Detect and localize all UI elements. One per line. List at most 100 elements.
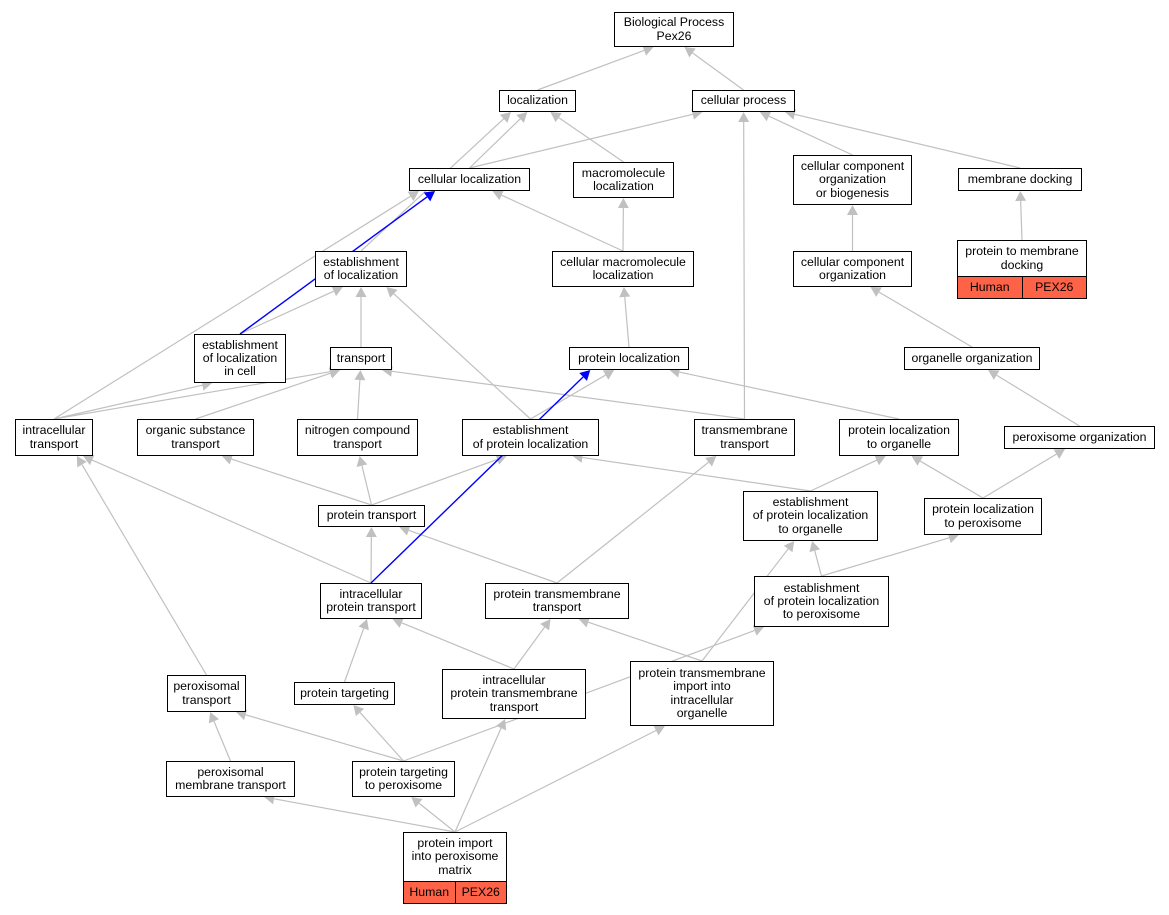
edge-line (81, 464, 208, 676)
node-protein-localization-to-peroxisome[interactable]: protein localization to peroxisome (924, 498, 1042, 535)
node-cellular-component-organization-or-biogenesis[interactable]: cellular component organization or bioge… (793, 155, 912, 205)
node-cellular-process[interactable]: cellular process (692, 90, 795, 112)
edge-line (814, 550, 823, 577)
edge-line (91, 459, 372, 584)
node-label: protein targeting to peroxisome (359, 764, 448, 792)
gene-tag-row: Human PEX26 (404, 881, 506, 903)
edge-arrowhead (492, 190, 504, 201)
node-label: protein transmembrane import into intrac… (638, 666, 766, 720)
edge-arrowhead (499, 112, 512, 123)
edge-line (393, 293, 531, 420)
edge-arrowhead (358, 619, 369, 631)
edge-arrowhead (353, 705, 365, 717)
edge-line (231, 458, 372, 506)
node-label: cellular localization (417, 171, 522, 186)
edge-arrowhead (331, 286, 343, 297)
node-transport[interactable]: transport (330, 347, 392, 370)
edge-line (239, 290, 335, 335)
edge-line (469, 113, 693, 169)
node-localization[interactable]: localization (499, 90, 576, 112)
node-transmembrane-transport[interactable]: transmembrane transport (694, 419, 795, 456)
node-protein-localization-to-organelle[interactable]: protein localization to organelle (839, 419, 959, 456)
node-protein-localization[interactable]: protein localization (569, 347, 689, 370)
edge-arrowhead (386, 287, 398, 298)
node-protein-transmembrane-import-into-intracellular-organelle[interactable]: protein transmembrane import into intrac… (630, 661, 774, 726)
edge-arrowhead (83, 455, 95, 466)
species-tag: Human (404, 882, 455, 903)
node-membrane-docking[interactable]: membrane docking (958, 168, 1082, 191)
node-label: transport (336, 350, 386, 365)
node-label: establishment of protein localization to… (752, 495, 869, 536)
node-macromolecule-localization[interactable]: macromolecule localization (573, 162, 674, 198)
edge-line (245, 714, 404, 762)
edge-arrowhead (759, 111, 772, 122)
edge-arrowhead (354, 370, 366, 381)
node-label: establishment of localization in cell (202, 337, 278, 379)
edge-arrowhead (783, 541, 795, 553)
edge-line (624, 296, 630, 348)
node-label: protein import into peroxisome matrix (411, 836, 499, 877)
node-organic-substance-transport[interactable]: organic substance transport (137, 419, 254, 456)
highlighted-edge-line (370, 376, 584, 584)
node-peroxisomal-membrane-transport[interactable]: peroxisomal membrane transport (166, 761, 295, 797)
node-cellular-localization[interactable]: cellular localization (409, 168, 530, 191)
highlighted-edge-arrowhead (579, 370, 591, 381)
node-cellular-macromolecule-localization[interactable]: cellular macromolecule localization (552, 251, 694, 287)
node-label: peroxisomal membrane transport (175, 764, 286, 792)
node-organelle-organization[interactable]: organelle organization (904, 347, 1040, 370)
edge-line (408, 529, 558, 584)
edge-line (401, 622, 515, 670)
edge-arrowhead (705, 456, 717, 467)
node-peroxisomal-transport[interactable]: peroxisomal transport (167, 675, 246, 712)
node-protein-import-into-peroxisome-matrix[interactable]: protein import into peroxisome matrix Hu… (403, 832, 507, 904)
node-label: intracellular protein transport (326, 586, 416, 614)
edge-arrowhead (809, 541, 821, 553)
edge-arrowhead (619, 287, 631, 298)
node-intracellular-transport[interactable]: intracellular transport (15, 419, 93, 456)
edge-arrowhead (392, 617, 404, 628)
node-nitrogen-compound-transport[interactable]: nitrogen compound transport (297, 419, 418, 456)
species-tag: Human (958, 277, 1022, 298)
edge-line (359, 712, 404, 762)
edge-line (361, 465, 373, 506)
node-protein-targeting[interactable]: protein targeting (294, 682, 395, 705)
edge-arrowhead (399, 525, 411, 536)
node-protein-to-membrane-docking[interactable]: protein to membrane docking Human PEX26 (957, 240, 1087, 299)
edge-arrowhead (1015, 191, 1027, 202)
edge-line (701, 548, 789, 662)
edge-arrowhead (496, 719, 507, 731)
node-establishment-of-localization[interactable]: establishment of localization (315, 251, 407, 287)
node-peroxisome-organization[interactable]: peroxisome organization (1004, 426, 1155, 449)
edge-line (273, 798, 456, 833)
edge-line (53, 371, 331, 420)
node-intracellular-protein-transmembrane-transport[interactable]: intracellular protein transmembrane tran… (442, 669, 586, 719)
node-label: localization (507, 93, 568, 108)
node-intracellular-protein-transport[interactable]: intracellular protein transport (320, 583, 422, 619)
edge-line (810, 459, 877, 492)
node-label: protein localization to peroxisome (932, 502, 1034, 530)
node-biological-process[interactable]: Biological Process Pex26 (614, 12, 734, 47)
edge-arrowhead (221, 453, 234, 465)
edge-line (692, 52, 744, 91)
edge-line (513, 626, 546, 670)
node-establishment-of-protein-localization[interactable]: establishment of protein localization (462, 419, 599, 456)
node-protein-targeting-to-peroxisome[interactable]: protein targeting to peroxisome (352, 761, 455, 797)
node-protein-transmembrane-transport[interactable]: protein transmembrane transport (485, 583, 629, 619)
node-establishment-of-localization-in-cell[interactable]: establishment of localization in cell (194, 334, 286, 383)
edge-line (821, 537, 950, 577)
edge-line (501, 194, 624, 252)
edge-line (530, 374, 606, 420)
edge-arrowhead (911, 456, 924, 466)
edge-arrowhead (540, 619, 551, 631)
edge-line (371, 458, 498, 506)
edge-line (418, 802, 456, 833)
edge-line (588, 621, 703, 662)
edge-arrowhead (602, 370, 615, 380)
edge-line (53, 195, 411, 420)
node-establishment-of-protein-localization-to-peroxisome[interactable]: establishment of protein localization to… (754, 576, 889, 627)
node-label: nitrogen compound transport (304, 423, 411, 451)
node-cellular-component-organization[interactable]: cellular component organization (793, 251, 912, 287)
node-establishment-of-protein-localization-to-organelle[interactable]: establishment of protein localization to… (743, 491, 878, 541)
node-protein-transport[interactable]: protein transport (318, 505, 425, 527)
edge-line (537, 49, 645, 91)
